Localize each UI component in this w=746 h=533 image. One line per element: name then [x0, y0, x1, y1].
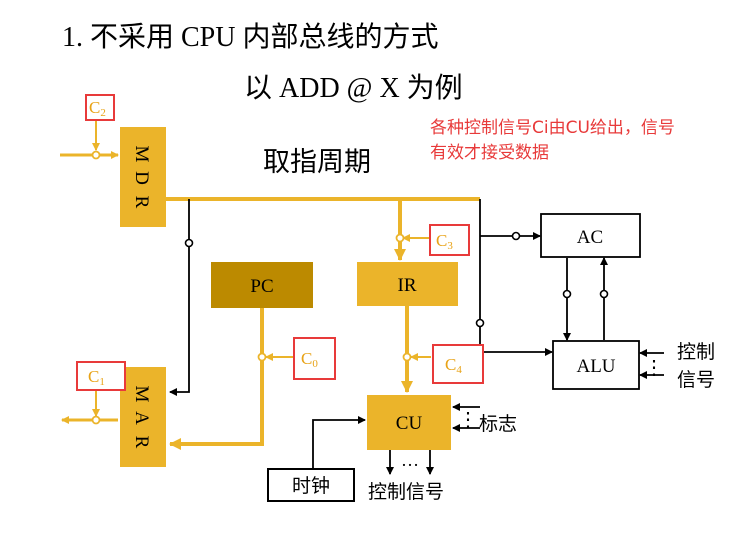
cu-output-ellipsis: … [401, 450, 419, 470]
ir-block: IR [357, 262, 458, 306]
c0-base: C [301, 349, 312, 368]
svg-text:C0: C0 [301, 349, 318, 370]
alu-block: ALU [552, 340, 640, 390]
svg-text:C4: C4 [445, 355, 462, 376]
ir-label: IR [398, 275, 417, 296]
c3-base: C [436, 231, 447, 250]
alu-label: ALU [576, 356, 615, 377]
slide-subheading: 以 ADD @ X 为例 [244, 72, 463, 104]
cu-label: CU [396, 413, 423, 434]
clock-label: 时钟 [292, 475, 330, 497]
signal-lines [92, 121, 431, 417]
svg-text:C2: C2 [89, 98, 106, 119]
mdr-letter-r: R [131, 196, 152, 209]
cu-block: CU [367, 395, 451, 450]
mar-letter-a: A [131, 411, 152, 425]
signal-c3: C3 [429, 224, 470, 256]
phase-title: 取指周期 [263, 147, 371, 177]
ac-label: AC [577, 227, 603, 248]
svg-text:C1: C1 [88, 367, 105, 388]
mdr-letter-m: M [131, 146, 152, 163]
c4-sub: 4 [456, 364, 462, 376]
gold-junctions [91, 150, 412, 425]
c4-base: C [445, 355, 456, 374]
alu-ctrl-label-1: 控制 [677, 341, 715, 363]
signal-c2: C2 [85, 94, 115, 121]
signal-c4: C4 [432, 344, 484, 384]
pc-block: PC [211, 262, 313, 308]
flag-label: 标志 [479, 413, 517, 435]
mdr-letter-d: D [131, 171, 152, 185]
cu-flag-ellipsis: ⋮ [458, 409, 478, 431]
c1-sub: 1 [99, 376, 105, 388]
c0-sub: 0 [312, 358, 318, 370]
c3-sub: 3 [447, 240, 453, 252]
note-line-2: 有效才接受数据 [430, 143, 549, 163]
mar-letter-m: M [131, 386, 152, 403]
c2-base: C [89, 98, 100, 117]
mar-letter-r: R [131, 436, 152, 449]
black-junctions [184, 231, 609, 328]
ac-block: AC [540, 213, 641, 258]
control-signal-label: 控制信号 [368, 481, 444, 503]
svg-text:C3: C3 [436, 231, 453, 252]
alu-ctrl-ellipsis: ⋮ [644, 357, 664, 379]
clock-block: 时钟 [267, 468, 355, 502]
signal-c1: C1 [76, 361, 126, 391]
mdr-block: M D R [120, 127, 166, 227]
note-line-1: 各种控制信号Ci由CU给出，信号 [430, 118, 675, 138]
slide-heading: 1. 不采用 CPU 内部总线的方式 [62, 21, 438, 53]
signal-c0: C0 [293, 337, 336, 380]
alu-ctrl-label-2: 信号 [677, 369, 715, 391]
c2-sub: 2 [100, 107, 106, 119]
mar-block: M A R [120, 367, 166, 467]
black-wires [169, 199, 664, 475]
pc-label: PC [250, 276, 273, 297]
c1-base: C [88, 367, 99, 386]
